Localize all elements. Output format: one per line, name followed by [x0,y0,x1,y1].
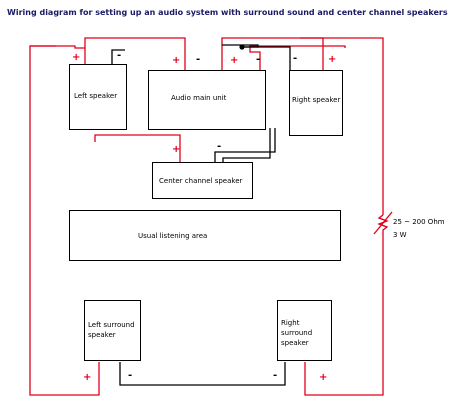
right-surround-label: Right surround speaker [281,319,313,347]
main-unit-plus-left: + [172,55,181,66]
center-speaker-plus: + [172,144,181,155]
junction-dot [239,44,245,50]
right-surround-minus: - [273,370,278,381]
wire-right-surround-positive-lower [304,232,384,396]
left-surround-box: Left surround speaker [84,300,141,361]
wire-left-speaker-negative [111,49,125,65]
wire-right-surround-positive [300,37,384,215]
wire-left-speaker-positive [84,37,186,75]
main-unit-minus-1: - [196,54,201,65]
wire-center-positive [94,134,181,162]
left-speaker-plus: + [72,52,81,63]
main-unit-minus-2: - [256,54,261,65]
listening-area-label: Usual listening area [138,232,208,240]
resistor-range-label: 25 ~ 200 Ohm [393,218,445,226]
wire-left-surround-positive [249,45,346,75]
left-speaker-box: Left speaker [69,64,127,130]
right-surround-plus: + [319,372,328,383]
audio-main-unit-label: Audio main unit [171,94,227,102]
left-surround-plus: + [83,372,92,383]
wire-right-speaker-positive [221,37,324,75]
resistor-arrow [373,211,393,235]
main-unit-plus-right: + [230,55,239,66]
resistor-power-label: 3 W [393,231,407,239]
right-speaker-minus: - [293,53,298,64]
wire-right-speaker-negative [242,46,291,70]
left-speaker-minus: - [117,50,122,61]
left-surround-minus: - [128,370,133,381]
resistor-symbol [377,214,389,232]
audio-main-unit-box: Audio main unit [148,70,266,130]
center-speaker-minus: - [217,141,222,152]
right-speaker-label: Right speaker [292,96,341,104]
right-speaker-box: Right speaker [289,70,343,136]
wire-surround-negative [119,362,286,386]
left-surround-label: Left surround speaker [88,321,135,339]
center-speaker-box: Center channel speaker [152,162,253,199]
right-speaker-plus: + [328,54,337,65]
center-speaker-label: Center channel speaker [159,177,243,185]
wire-outer-left [30,45,85,49]
wire-center-negative-2 [222,128,271,162]
wire-center-negative [214,128,276,162]
left-speaker-label: Left speaker [74,92,118,100]
right-surround-box: Right surround speaker [277,300,332,361]
diagram-title: Wiring diagram for setting up an audio s… [7,8,448,17]
listening-area-box: Usual listening area [69,210,341,261]
